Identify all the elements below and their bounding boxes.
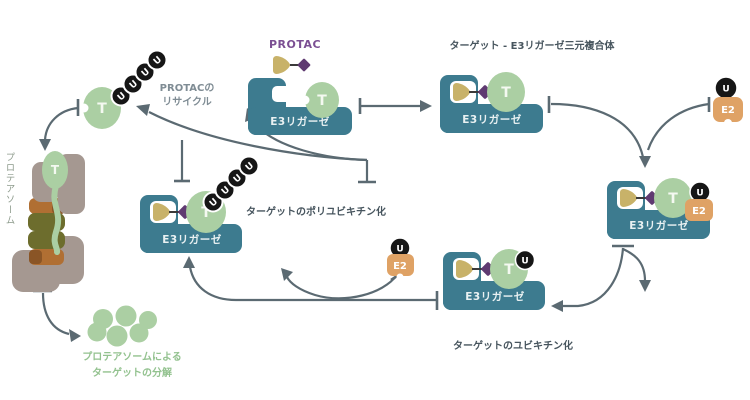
e3-ligase-label: E3リガーゼ [270, 115, 329, 128]
ternary-complex-title: ターゲット - E3リガーゼ三元複合体 [450, 39, 616, 52]
target-protein-entering [42, 151, 68, 189]
e3-ligase-label: E3リガーゼ [465, 290, 524, 303]
arrow-to-proteasome [43, 106, 79, 141]
e2-enzyme [387, 254, 414, 276]
arrowhead-right-icon [69, 329, 81, 342]
e2-letter: E2 [393, 261, 407, 272]
target-letter: T [668, 191, 678, 207]
arrowhead-down-icon [639, 156, 651, 168]
e2-letter: E2 [721, 105, 735, 116]
degradation-caption-2: ターゲットの分解 [92, 366, 172, 379]
target-letter: T [51, 163, 60, 177]
arrow-ternary-to-complex [550, 102, 645, 158]
arrowhead-down-icon [39, 139, 51, 151]
protac-icon [273, 56, 311, 74]
e3-complex-polyubiquitinated: T U U U U E3リガーゼ [140, 155, 260, 253]
e3-bar [607, 210, 710, 239]
e3-bar [140, 224, 242, 253]
polyubiquitination-label: ターゲットのポリユビキチン化 [246, 205, 386, 218]
target-notch [79, 103, 89, 113]
arrow-to-fragments [41, 292, 70, 336]
target-notch [300, 95, 310, 105]
ubiquitin-letter: U [722, 85, 729, 95]
e2-ubiquitin-mid: U E2 [387, 237, 414, 281]
released-polyub-target: T U U U U [79, 49, 168, 129]
fragment [87, 322, 107, 342]
fragment [129, 323, 149, 343]
linker-funnel-icon [273, 56, 291, 74]
recycle-caption-1: PROTACの [160, 83, 215, 94]
e3-ligase-label: E3リガーゼ [462, 113, 521, 126]
arrow-branch-down [622, 248, 647, 282]
target-letter: T [317, 93, 327, 109]
ubiquitin-bead [238, 155, 260, 177]
fragment [106, 325, 128, 347]
fragment [115, 305, 137, 327]
target-unfolding-tail [51, 183, 62, 255]
ubiquitin-letter: U [396, 245, 403, 255]
e3-ligase-ternary-complex: T E3リガーゼ [440, 72, 543, 133]
ubiquitin-letter: U [521, 257, 528, 267]
target-letter: T [501, 85, 511, 101]
e2-enzyme [685, 199, 713, 221]
e3-ligase-label: E3リガーゼ [629, 219, 688, 232]
e2-cleft [724, 119, 732, 127]
recycle-caption-2: リサイクル [162, 96, 212, 108]
protac-label: PROTAC [269, 38, 321, 51]
ubiquitin-letter: U [696, 189, 703, 199]
proteasome-label: プロテアソーム [4, 152, 16, 226]
ubiquitination-label: ターゲットのユビキチン化 [453, 339, 573, 352]
degradation-caption-1: プロテアソームによる [82, 350, 181, 363]
arrowhead-left-icon [136, 104, 150, 116]
e3-bar [443, 281, 545, 310]
degraded-fragments [87, 305, 157, 347]
e2-letter: E2 [692, 206, 706, 217]
arrow-e2-join [646, 102, 710, 151]
target-letter: T [97, 101, 107, 117]
e2-ubiquitin-top: U E2 [713, 76, 743, 127]
e3-ligase-label: E3リガーゼ [162, 233, 221, 246]
target-protein [487, 72, 525, 112]
arrowhead-left-icon [551, 300, 563, 312]
target-protein [305, 82, 339, 118]
arrowhead-right-icon [420, 100, 432, 112]
fragment [139, 311, 157, 329]
arrowhead-down-icon [639, 280, 651, 292]
arrow-to-polyubiquitination [188, 266, 436, 302]
e3-ligase-apo: E3リガーゼ T [248, 78, 352, 135]
e3-complex-with-e2: T U E2 E3リガーゼ [607, 178, 713, 239]
proteasome-ring-dark [29, 250, 42, 264]
polyubiquitin-chain: U U U U [202, 155, 260, 213]
target-letter: T [201, 205, 211, 221]
proteasome: プロテアソーム T [4, 151, 85, 292]
e3-bar [440, 104, 543, 133]
arrowhead-up-icon [183, 256, 195, 268]
target-protein [654, 178, 692, 218]
proteasome-ring-olive [28, 231, 65, 249]
e2-cleft [396, 273, 404, 281]
arrowhead-upleft-icon [281, 268, 293, 281]
arrow-to-ubiquitination [561, 247, 625, 308]
ligand-diamond-icon [297, 58, 311, 72]
ubiquitin-bead [514, 249, 536, 271]
e3-binding-notch [272, 86, 296, 102]
e3-complex-monoubiquitinated: T U E3リガーゼ [443, 249, 545, 310]
target-letter: T [504, 262, 514, 278]
e2-enzyme [713, 97, 743, 122]
ubiquitin-bead [146, 49, 168, 71]
arrow-e2-swoosh [286, 274, 398, 300]
